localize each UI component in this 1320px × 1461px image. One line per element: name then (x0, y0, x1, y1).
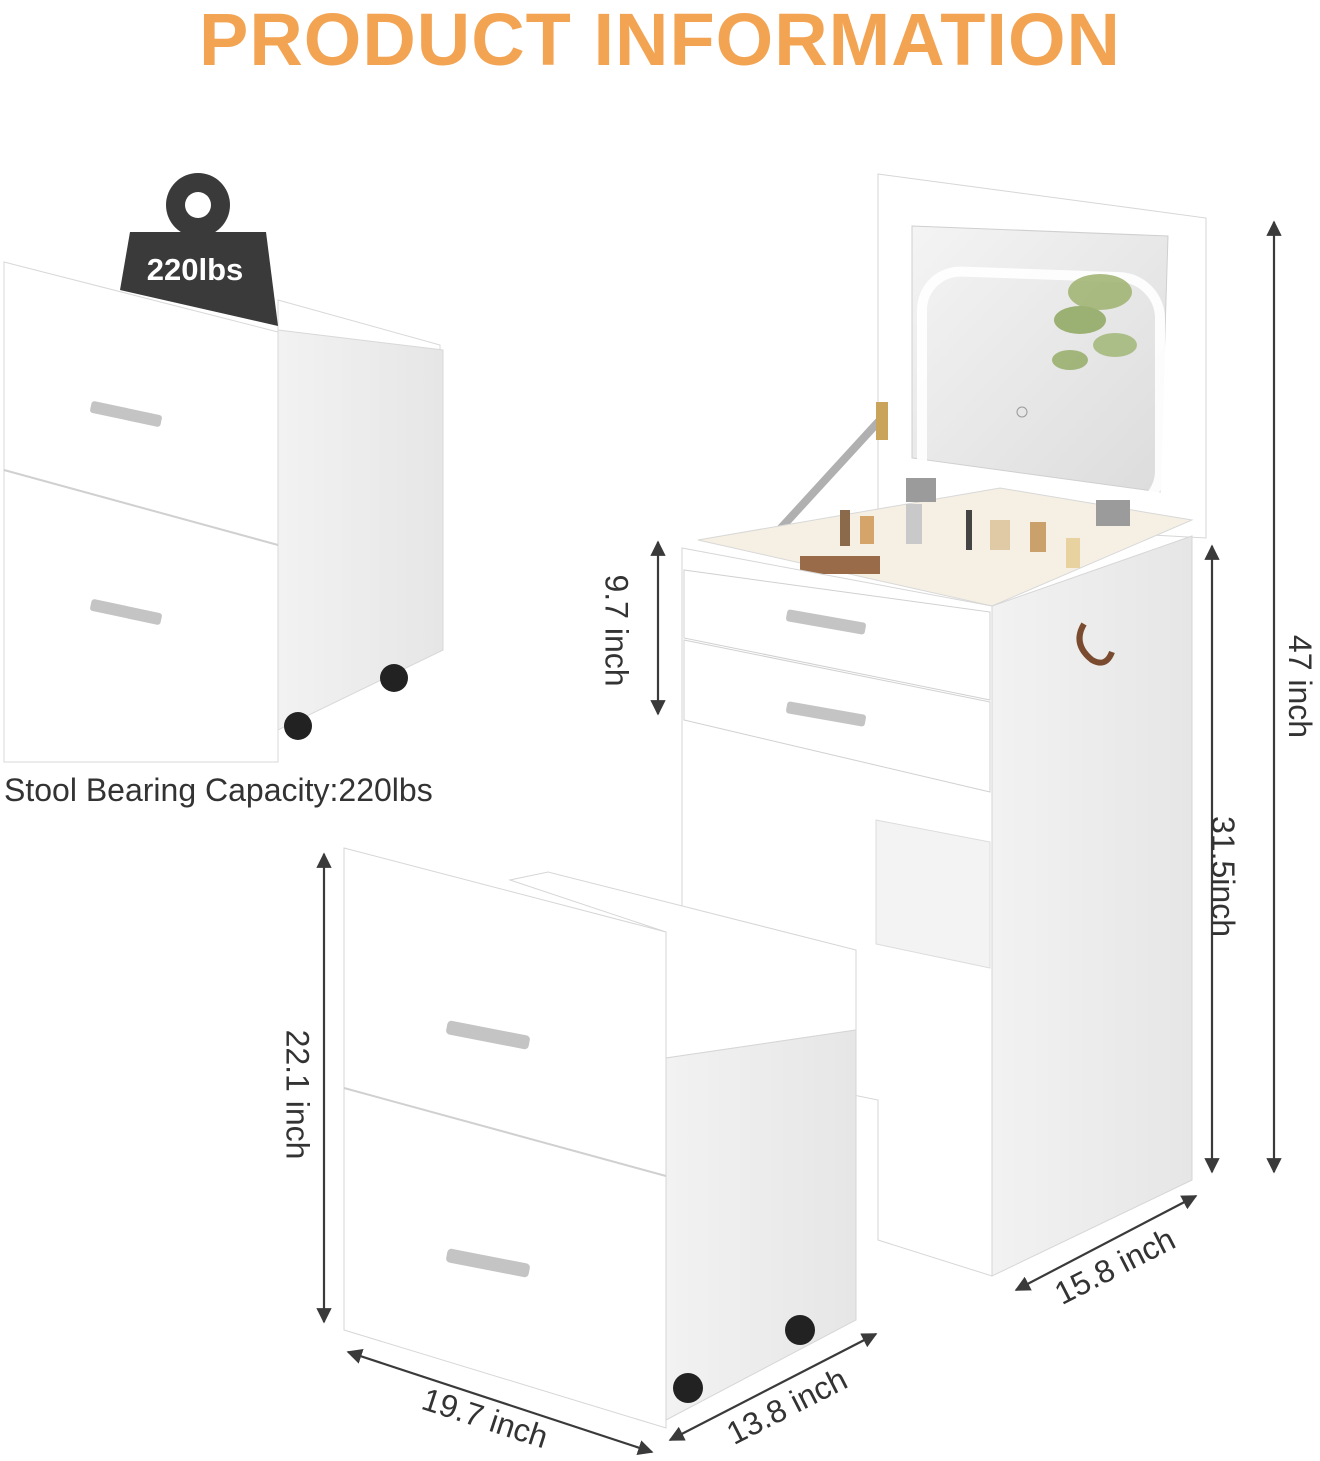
drawer-handle (446, 1248, 530, 1278)
dimension-arrows (316, 220, 1282, 1455)
coat-hook-icon (1076, 622, 1115, 666)
capacity-label: Stool Bearing Capacity:220lbs (4, 772, 433, 808)
drawer-handle (786, 701, 866, 727)
drawer-handle (90, 401, 162, 427)
led-mirror-icon (911, 225, 1169, 493)
drawer-handle (446, 1020, 530, 1050)
caster-wheel (673, 1373, 703, 1403)
caster-wheel (284, 712, 312, 740)
touch-button-icon (1016, 406, 1028, 418)
dimension-total-height: 47 inch (1282, 634, 1319, 739)
page-title: PRODUCT INFORMATION (199, 0, 1121, 81)
dimension-drawer-height: 9.7 inch (598, 574, 635, 687)
weight-badge: 220lbs (146, 252, 244, 287)
dimension-stool-height: 22.1 inch (279, 1029, 316, 1160)
stool-inset (3, 261, 444, 763)
vanity-table (681, 173, 1207, 1277)
stool (343, 847, 857, 1429)
caster-wheel (380, 664, 408, 692)
drawer-handle (90, 599, 162, 625)
dimension-body-height: 31.5inch (1204, 816, 1241, 937)
caster-wheel (785, 1315, 815, 1345)
drawer-handle (786, 609, 866, 635)
weight-icon (120, 173, 278, 326)
